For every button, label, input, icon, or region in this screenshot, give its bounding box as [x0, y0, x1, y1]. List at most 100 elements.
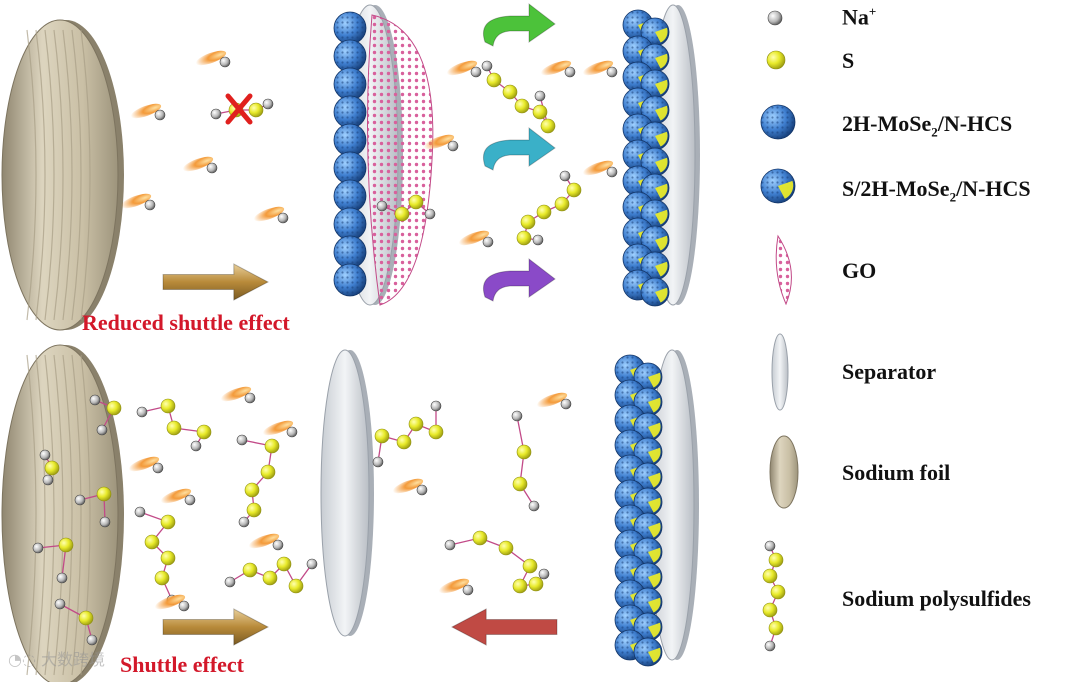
sulfur-atom	[160, 550, 176, 566]
moving-sodium-ion	[182, 156, 218, 174]
host-sphere	[333, 207, 367, 241]
sodium-ion	[236, 434, 248, 446]
moving-sodium-ion	[130, 103, 166, 121]
sulfur-atom	[762, 568, 778, 584]
sodium-foil-bottom	[1, 344, 124, 682]
sodium-ion	[54, 598, 66, 610]
sodium-ion	[286, 426, 298, 438]
sodium-ion	[134, 506, 146, 518]
sodium-ion-icon	[767, 10, 783, 26]
sodium-ion	[606, 166, 618, 178]
sodium-ion	[89, 394, 101, 406]
polysulfide-chain	[481, 60, 556, 134]
sodium-ion	[238, 516, 250, 528]
sodium-ion	[184, 494, 196, 506]
sulfur-atom	[498, 540, 514, 556]
polysulfide-chain	[376, 194, 436, 222]
sulfur-atom	[374, 428, 390, 444]
host-sphere	[333, 263, 367, 297]
sulfur-atom	[144, 534, 160, 550]
sodium-ion	[86, 634, 98, 646]
polysulfide-chain-icon	[762, 540, 786, 652]
sodium-ion	[74, 494, 86, 506]
cathode-sphere	[633, 587, 663, 617]
sodium-ion	[136, 406, 148, 418]
legend-label-s: S	[842, 48, 855, 73]
polysulfide-chain	[136, 398, 212, 452]
cathode-sphere	[640, 225, 670, 255]
sulfur-atom	[246, 502, 262, 518]
cathode-sphere	[633, 512, 663, 542]
moving-sodium-ion	[120, 193, 156, 211]
sulfur-atom	[166, 420, 182, 436]
cathode-sphere	[640, 251, 670, 281]
host-sphere	[333, 151, 367, 185]
legend-label-polysulfides: Sodium polysulfides	[842, 586, 1031, 611]
sulfur-atom	[394, 206, 410, 222]
sodium-ion	[532, 234, 544, 246]
sulfur-atom	[242, 562, 258, 578]
legend-label-separator: Separator	[842, 359, 937, 384]
sulfur-atom	[58, 537, 74, 553]
sulfur-atom	[154, 570, 170, 586]
moving-sodium-ion	[248, 533, 284, 551]
moving-sodium-ion	[128, 456, 164, 474]
sulfur-atom	[276, 556, 292, 572]
legend-label-na: Na+	[842, 4, 877, 30]
legend-label-host: 2H-MoSe2/N-HCS	[842, 111, 1013, 140]
cathode-sphere	[640, 277, 670, 307]
cathode-sphere	[640, 173, 670, 203]
shuttle-arrow-right-bottom	[162, 608, 270, 646]
sodium-ion	[606, 66, 618, 78]
sulfur-atom	[472, 530, 488, 546]
sodium-ion	[559, 170, 571, 182]
sulfur-atom	[540, 118, 556, 134]
sodium-ion	[416, 484, 428, 496]
sodium-ion	[224, 576, 236, 588]
sodium-ion	[534, 90, 546, 102]
sulfur-atom	[160, 398, 176, 414]
sodium-ion	[481, 60, 493, 72]
shuttle-caption: Shuttle effect	[120, 652, 245, 677]
moving-sodium-ion	[262, 420, 298, 438]
cathode-sphere	[640, 69, 670, 99]
sodium-ion	[244, 392, 256, 404]
sulfur-atom	[288, 578, 304, 594]
sulfur-atom	[196, 424, 212, 440]
sodium-ion	[99, 516, 111, 528]
moving-sodium-ion	[540, 60, 576, 78]
separator-icon	[771, 333, 789, 411]
sodium-ion	[96, 424, 108, 436]
sulfur-atom	[260, 464, 276, 480]
moving-sodium-ion	[392, 478, 428, 496]
sulfur-atom	[522, 558, 538, 574]
cathode-sphere	[640, 121, 670, 151]
host-sphere	[333, 67, 367, 101]
shuttle-arrow-left-bottom	[450, 608, 558, 646]
cathode-sphere	[633, 562, 663, 592]
graphene-oxide-layer	[367, 14, 434, 306]
rotate-arrow-purple	[483, 257, 556, 302]
sulfur-atom	[96, 486, 112, 502]
cathode-sphere	[640, 147, 670, 177]
legend-label-foil: Sodium foil	[842, 460, 951, 485]
sulfur-atom	[160, 514, 176, 530]
moving-sodium-ion	[446, 60, 482, 78]
sodium-ion	[376, 200, 388, 212]
sodium-ion	[470, 66, 482, 78]
sulfur-atom	[762, 602, 778, 618]
host-sphere	[333, 95, 367, 129]
legend-label-go: GO	[842, 258, 877, 283]
sodium-ion	[210, 108, 222, 120]
cathode-sphere	[640, 17, 670, 47]
moving-sodium-ion	[536, 392, 572, 410]
moving-sodium-ion	[253, 206, 289, 224]
cathode-sphere	[633, 462, 663, 492]
sodium-ion	[219, 56, 231, 68]
polysulfide-chain	[32, 537, 74, 584]
sodium-ion	[764, 640, 776, 652]
watermark: ◔◌ 大数跨境	[8, 650, 106, 669]
host-sphere	[333, 123, 367, 157]
sulfur-atom	[106, 400, 122, 416]
sulfur-atom	[262, 570, 278, 586]
